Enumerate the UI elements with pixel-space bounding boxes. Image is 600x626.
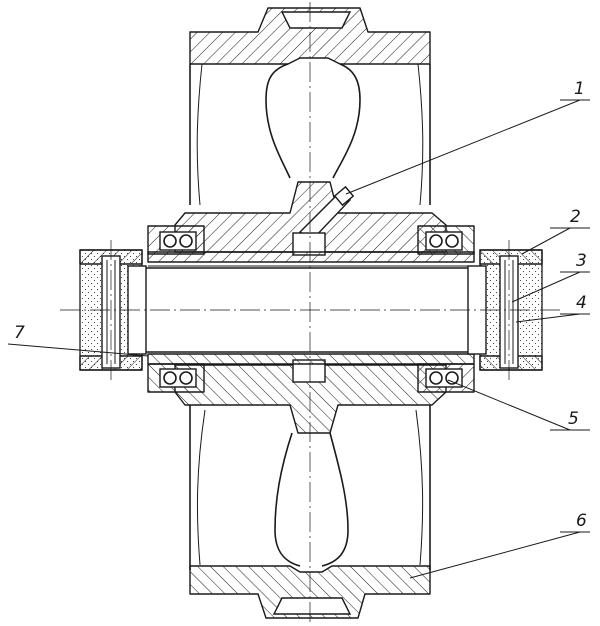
right-seal-upper (417, 225, 475, 255)
leader-5 (447, 379, 571, 431)
callout-7: 7 (14, 323, 25, 343)
left-seal-upper (147, 225, 205, 255)
grease-fitting (333, 185, 355, 207)
leader-7 (7, 343, 149, 357)
upper-bushing (147, 251, 475, 263)
leader-2 (521, 227, 571, 255)
callout-1: 1 (574, 79, 585, 99)
upper-web-left (265, 63, 291, 179)
upper-web-right (332, 63, 361, 179)
callout-6: 6 (576, 511, 587, 531)
lower-web-left (274, 432, 301, 567)
leader-3 (511, 271, 581, 303)
lower-bushing (147, 353, 475, 365)
callout-2: 2 (570, 207, 581, 227)
callout-3: 3 (576, 251, 587, 271)
callout-4: 4 (576, 293, 587, 313)
lower-left-fillet (196, 409, 206, 566)
leader-4 (515, 313, 581, 323)
right-seal-lower (417, 363, 475, 393)
lower-right-fillet (415, 409, 424, 566)
lower-web-right (321, 432, 349, 567)
upper-left-fillet (196, 63, 203, 206)
left-seal-lower (147, 363, 205, 393)
leader-6 (409, 531, 581, 579)
upper-right-fillet (417, 63, 424, 206)
callout-5: 5 (568, 409, 579, 429)
leader-1 (345, 99, 581, 195)
